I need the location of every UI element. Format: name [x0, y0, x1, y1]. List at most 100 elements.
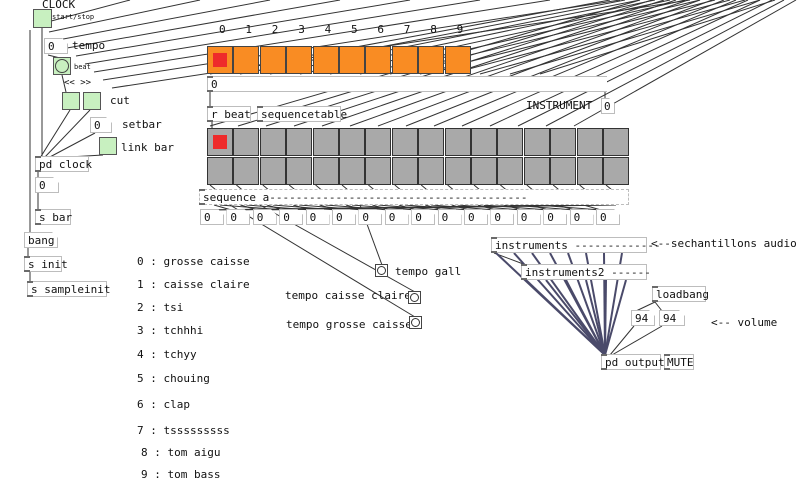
send-bar-object[interactable]: s bar [35, 209, 72, 225]
sequence-output-number[interactable]: 0 [253, 209, 277, 225]
step-cell[interactable] [312, 46, 339, 74]
pattern-cell[interactable] [312, 128, 339, 156]
sequencetable-object[interactable]: sequencetable [257, 106, 347, 122]
step-cell[interactable] [207, 46, 233, 74]
tempo-grosse-caisse-bang[interactable] [409, 316, 422, 329]
start-stop-toggle[interactable] [33, 9, 52, 28]
sequence-output-number[interactable]: 0 [200, 209, 224, 225]
sequence-output-number[interactable]: 0 [596, 209, 620, 225]
tempo-gall-bang[interactable] [375, 264, 388, 277]
step-index-label: 7 [403, 23, 411, 36]
clock-title: CLOCK [42, 0, 76, 11]
pattern-cell[interactable] [365, 157, 392, 185]
step-cell[interactable] [365, 46, 392, 74]
pattern-cell[interactable] [497, 128, 524, 156]
pattern-cell[interactable] [523, 157, 550, 185]
pattern-cell[interactable] [471, 128, 497, 156]
setbar-number[interactable]: 0 [90, 117, 112, 133]
sequence-output-number[interactable]: 0 [279, 209, 303, 225]
sequence-output-number[interactable]: 0 [438, 209, 462, 225]
step-index-number[interactable]: 0 [207, 76, 607, 92]
pattern-cell[interactable] [444, 128, 471, 156]
clock-output-number[interactable]: 0 [35, 177, 59, 193]
link-bar-toggle[interactable] [99, 137, 117, 155]
pattern-cell[interactable] [576, 128, 603, 156]
volume-number-right[interactable]: 94 [659, 310, 685, 326]
step-cell[interactable] [259, 46, 286, 74]
pattern-cell[interactable] [259, 128, 286, 156]
step-cell[interactable] [444, 46, 471, 74]
pattern-cell[interactable] [259, 157, 286, 185]
sequence-output-number[interactable]: 0 [490, 209, 514, 225]
pattern-cell[interactable] [603, 157, 629, 185]
pattern-cell[interactable] [550, 157, 577, 185]
patch-cord [43, 109, 91, 159]
loadbang-object[interactable]: loadbang [652, 286, 709, 302]
sequence-output-number[interactable]: 0 [570, 209, 594, 225]
step-cell[interactable] [391, 46, 418, 74]
step-index-label: 8 [430, 23, 437, 36]
patch-cord [377, 0, 713, 127]
beat-bang[interactable] [53, 57, 71, 75]
pattern-cell[interactable] [207, 128, 233, 156]
pattern-cell[interactable] [550, 128, 577, 156]
pattern-cell[interactable] [233, 128, 260, 156]
pattern-cell[interactable] [418, 128, 445, 156]
tempo-caisse-claire-bang[interactable] [408, 291, 421, 304]
next-bar-toggle[interactable] [83, 92, 101, 110]
instruments2-object[interactable]: instruments2 ------ [521, 264, 651, 280]
sequence-object[interactable]: sequence a------------------------------… [199, 189, 629, 205]
pattern-cell[interactable] [603, 128, 629, 156]
pattern-cell[interactable] [286, 157, 313, 185]
receive-beat-object[interactable]: r beat [207, 106, 251, 122]
pattern-cell[interactable] [286, 128, 313, 156]
step-playhead-row[interactable] [207, 46, 471, 74]
tempo-number[interactable]: 0 [44, 38, 68, 54]
pattern-cell[interactable] [339, 128, 365, 156]
sequence-output-number[interactable]: 0 [332, 209, 356, 225]
prev-bar-toggle[interactable] [62, 92, 80, 110]
sequence-output-number[interactable]: 0 [411, 209, 435, 225]
sequence-output-number[interactable]: 0 [543, 209, 567, 225]
pd-output-object[interactable]: pd output [601, 354, 665, 370]
step-cell[interactable] [286, 46, 313, 74]
send-sampleinit-object[interactable]: s sampleinit [27, 281, 110, 297]
pattern-cell[interactable] [418, 157, 445, 185]
pattern-cell[interactable] [207, 157, 233, 185]
patch-cord [349, 0, 701, 127]
pattern-cell[interactable] [312, 157, 339, 185]
sequence-output-number[interactable]: 0 [385, 209, 409, 225]
patch-cord [57, 0, 271, 41]
instrument-number[interactable]: 0 [601, 98, 615, 114]
step-cell[interactable] [339, 46, 365, 74]
pattern-cell[interactable] [471, 157, 497, 185]
send-init-object[interactable]: s init [24, 256, 68, 272]
sequence-output-number[interactable]: 0 [464, 209, 488, 225]
step-cell[interactable] [233, 46, 260, 74]
sequence-output-number[interactable]: 0 [517, 209, 541, 225]
pattern-cell[interactable] [365, 128, 392, 156]
bang-message[interactable]: bang [24, 232, 58, 248]
instrument-list-item: 5 : chouing [137, 372, 210, 385]
sequence-output-number[interactable]: 0 [358, 209, 382, 225]
pattern-cell[interactable] [233, 157, 260, 185]
sequence-output-number[interactable]: 0 [306, 209, 330, 225]
pattern-row-top[interactable] [207, 128, 629, 156]
mute-toggle[interactable]: MUTE [664, 354, 694, 370]
cut-label: cut [110, 94, 130, 107]
volume-number-left[interactable]: 94 [631, 310, 655, 326]
sequence-output-number[interactable]: 0 [226, 209, 250, 225]
pattern-cell[interactable] [339, 157, 365, 185]
pattern-cell[interactable] [497, 157, 524, 185]
pattern-cell[interactable] [576, 157, 603, 185]
pattern-cell[interactable] [391, 128, 418, 156]
pd-clock-object[interactable]: pd clock [35, 156, 92, 172]
step-cell[interactable] [418, 46, 445, 74]
pattern-cell[interactable] [444, 157, 471, 185]
pattern-cell[interactable] [523, 128, 550, 156]
pattern-cell[interactable] [391, 157, 418, 185]
pattern-row-bottom[interactable] [207, 157, 629, 185]
instruments-object[interactable]: instruments ------------- [491, 237, 661, 253]
